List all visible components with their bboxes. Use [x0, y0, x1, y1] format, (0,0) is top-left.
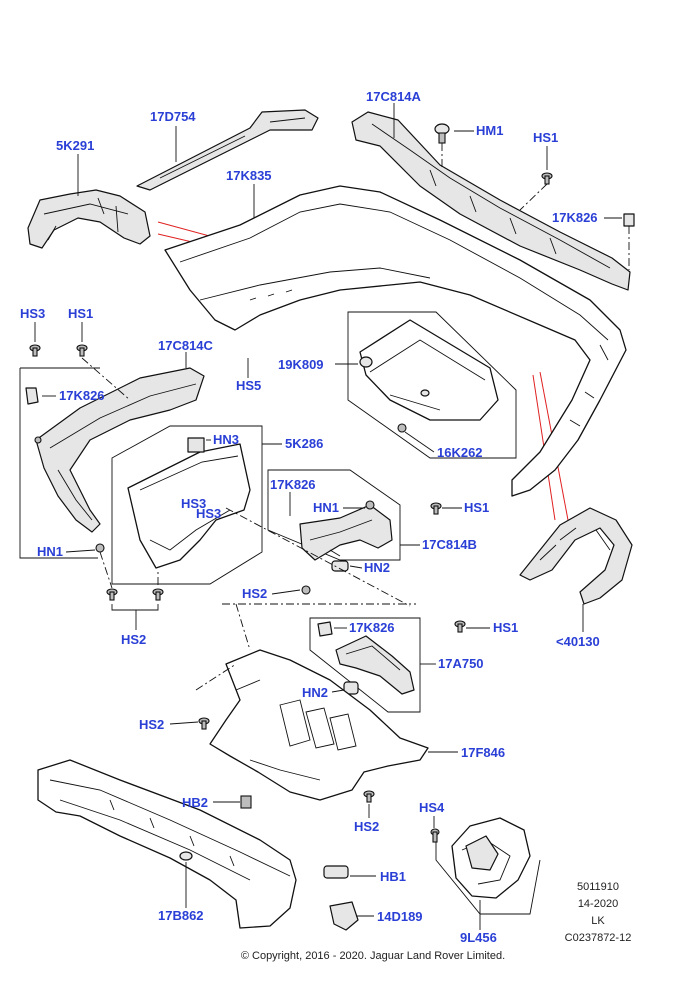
- fastener-HS1-top[interactable]: [519, 172, 553, 211]
- drawing-initials: LK: [591, 915, 605, 927]
- fastener-HS1-low[interactable]: [454, 620, 466, 633]
- part-17K835-bumper-cover[interactable]: [164, 185, 627, 497]
- group-17C814B-box: [267, 469, 401, 561]
- fastener-HN2-low[interactable]: [343, 681, 359, 695]
- fastener-HS2-mid[interactable]: [301, 585, 311, 595]
- part-9L456-cover[interactable]: [451, 817, 531, 899]
- callout-HS2-mid[interactable]: HS2: [242, 586, 267, 601]
- callout-HN1-mid[interactable]: HN1: [313, 500, 339, 515]
- drawing-date: 14-2020: [578, 898, 618, 910]
- group-17C814C-box: [19, 367, 100, 559]
- callout-HS2-bottom[interactable]: HS2: [354, 819, 379, 834]
- fastener-HS2-left-pair[interactable]: [106, 570, 164, 601]
- fastener-HN2-mid[interactable]: [331, 560, 349, 572]
- ref-number: 5011910: [577, 881, 619, 893]
- part-17F846-undertray[interactable]: [195, 603, 429, 801]
- fastener-HS2-bottom[interactable]: [363, 790, 375, 803]
- part-17B862-bumper-beam[interactable]: [37, 759, 297, 929]
- part-17C814A-bracket[interactable]: [351, 111, 631, 291]
- callout-17C814A[interactable]: 17C814A: [366, 89, 422, 104]
- group-5K286-box: [111, 425, 263, 585]
- callout-HS3-left[interactable]: HS3: [20, 306, 45, 321]
- callout-HN1-left[interactable]: HN1: [37, 544, 63, 559]
- callout-17K826-mid[interactable]: 17K826: [270, 477, 316, 492]
- part-5K286-frame[interactable]: [127, 443, 251, 569]
- fastener-HS2-low[interactable]: [198, 717, 210, 730]
- callout-5K291[interactable]: 5K291: [56, 138, 94, 153]
- callout-HS1-low[interactable]: HS1: [493, 620, 518, 635]
- callout-HN2-low[interactable]: HN2: [302, 685, 328, 700]
- callout-HS1-left[interactable]: HS1: [68, 306, 93, 321]
- callout-19K809[interactable]: 19K809: [278, 357, 324, 372]
- drawing-metadata: 5011910 14-2020 LK C0237872-12: [565, 881, 632, 944]
- part-5K291-bracket[interactable]: [27, 189, 151, 249]
- fastener-HB2[interactable]: [240, 795, 252, 809]
- leader-lines: [34, 103, 622, 930]
- callout-9L456[interactable]: 9L456: [460, 930, 497, 945]
- callout-HB2[interactable]: HB2: [182, 795, 208, 810]
- callout-HS5[interactable]: HS5: [236, 378, 261, 393]
- callout-17K835[interactable]: 17K835: [226, 168, 272, 183]
- callout-17K826-left[interactable]: 17K826: [59, 388, 105, 403]
- fastener-HS1-mid[interactable]: [430, 502, 442, 515]
- callout-17B862[interactable]: 17B862: [158, 908, 204, 923]
- part-40130-bracket[interactable]: [519, 507, 633, 605]
- fastener-HS4[interactable]: [430, 828, 440, 843]
- fastener-16K262[interactable]: [397, 423, 407, 433]
- callout-17C814C[interactable]: 17C814C: [158, 338, 214, 353]
- part-17K826-clip-top[interactable]: [623, 213, 635, 270]
- callout-17D754[interactable]: 17D754: [150, 109, 196, 124]
- drawing-code: C0237872-12: [565, 932, 632, 944]
- callout-16K262[interactable]: 16K262: [437, 445, 483, 460]
- callout-HB1[interactable]: HB1: [380, 869, 406, 884]
- part-17K826-clip-low[interactable]: [317, 621, 333, 637]
- part-17K826-clip-left[interactable]: [25, 387, 39, 405]
- part-17C814C-bracket[interactable]: [34, 367, 205, 533]
- group-19K809-box: [347, 311, 517, 459]
- copyright-notice: © Copyright, 2016 - 2020. Jaguar Land Ro…: [241, 950, 505, 962]
- part-14D189-clip[interactable]: [329, 901, 359, 931]
- fastener-HN3[interactable]: [187, 437, 205, 453]
- callout-HS3-a[interactable]: HS3: [181, 496, 206, 511]
- callout-HS1-top[interactable]: HS1: [533, 130, 558, 145]
- callout-HS2-low[interactable]: HS2: [139, 717, 164, 732]
- callout-HS2-left[interactable]: HS2: [121, 632, 146, 647]
- callout-17K826-top[interactable]: 17K826: [552, 210, 598, 225]
- callout-HM1[interactable]: HM1: [476, 123, 503, 138]
- fastener-HM1[interactable]: [434, 123, 450, 170]
- callout-labels: 17D754 17C814A HM1 5K291 HS1 17K835 17K8…: [20, 89, 600, 945]
- callout-40130[interactable]: <40130: [556, 634, 600, 649]
- part-17D754-strip[interactable]: [136, 109, 319, 191]
- callout-HS3-b[interactable]: HS3: [196, 506, 221, 521]
- callout-17K826-low[interactable]: 17K826: [349, 620, 395, 635]
- callout-17A750[interactable]: 17A750: [438, 656, 484, 671]
- callout-5K286[interactable]: 5K286: [285, 436, 323, 451]
- fastener-HS1-left[interactable]: [76, 344, 131, 401]
- group-17A750-box: [309, 617, 421, 713]
- callout-14D189[interactable]: 14D189: [377, 909, 423, 924]
- part-17A750-bracket[interactable]: [335, 635, 415, 695]
- part-19K809-panel[interactable]: [359, 319, 499, 421]
- callout-HN2-mid[interactable]: HN2: [364, 560, 390, 575]
- fastener-HB1[interactable]: [323, 865, 349, 879]
- fastener-HN1-mid[interactable]: [365, 500, 375, 510]
- fastener-HN1-left[interactable]: [95, 543, 113, 589]
- callout-HS4[interactable]: HS4: [419, 800, 445, 815]
- callout-17C814B[interactable]: 17C814B: [422, 537, 477, 552]
- callout-HS1-mid[interactable]: HS1: [464, 500, 489, 515]
- callout-17F846[interactable]: 17F846: [461, 745, 505, 760]
- fastener-HS3-left[interactable]: [29, 344, 41, 357]
- part-17C814B-bracket[interactable]: [299, 504, 393, 561]
- callout-HN3[interactable]: HN3: [213, 432, 239, 447]
